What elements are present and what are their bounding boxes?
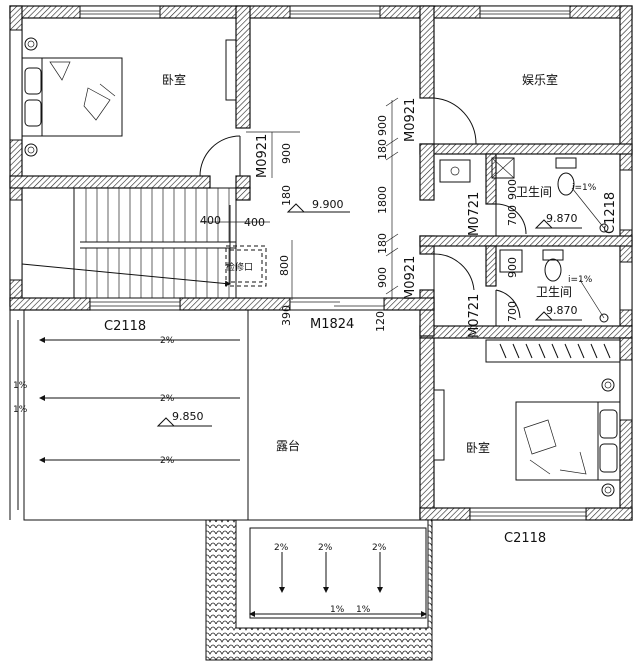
window-label-c2118-left: C2118 [104,319,146,334]
baluster [499,343,507,359]
room-label-bedroom-se: 卧室 [466,440,490,455]
door-label-m1824: M1824 [310,317,354,332]
slope-label-s1: 2% [274,543,289,553]
dim-900-e: 900 [506,179,519,200]
slope-label-bot2: 1% [356,605,371,615]
dimension-lines [156,97,582,427]
dim-180-a: 180 [280,185,293,206]
elevation-bath-lower: 9.870 [546,304,578,317]
room-label-inspection: 检修口 [226,261,253,273]
dim-390: 390 [280,305,293,326]
labels: 卧室 娱乐室 卫生间 卫生间 露台 卧室 检修口 M0921 M0921 M09… [13,72,618,615]
slope-label-t3: 2% [160,456,175,466]
baluster [603,343,611,359]
room-label-bath-upper: 卫生间 [516,185,552,199]
baluster [564,343,572,359]
slope-label-side1: 1% [13,381,28,391]
door-label-m0721-bottom: M0721 [467,294,482,338]
elevation-bath-upper: 9.870 [546,212,578,225]
slope-label-s2: 2% [318,543,333,553]
dim-900-d: 900 [506,257,519,278]
slope-label-bath1: i=1% [572,183,597,193]
slope-label-side2: 1% [13,405,28,415]
dim-800: 800 [278,255,291,276]
room-label-bedroom-nw: 卧室 [162,72,186,87]
room-label-entertainment: 娱乐室 [522,72,558,87]
dim-700-a: 700 [506,205,519,226]
baluster [551,343,559,359]
staircase [21,187,237,299]
door-label-m0921-left: M0921 [255,134,270,178]
door-label-m0921-right-top: M0921 [403,98,418,142]
slope-label-t2: 2% [160,394,175,404]
door-label-m0721-top: M0721 [467,192,482,236]
dim-180-b: 180 [376,139,389,160]
walls [9,5,633,521]
dim-180-c: 180 [376,233,389,254]
bed-se [515,378,621,497]
window-label-c1218: C1218 [603,192,618,234]
room-label-terrace: 露台 [276,438,300,453]
baluster [577,343,585,359]
slope-label-t1: 2% [160,336,175,346]
door-label-m0921-right-bottom: M0921 [403,256,418,300]
terrace [23,309,433,661]
dim-900-a: 900 [280,143,293,164]
dim-1800: 1800 [376,186,389,214]
slope-arrows [17,320,383,593]
dim-120: 120 [374,311,387,332]
doors [199,97,527,326]
dim-700-b: 700 [506,301,519,322]
balustrade [485,339,621,363]
windows [9,5,633,521]
baluster [538,343,546,359]
dim-400-b: 400 [244,216,265,229]
room-label-bath-lower: 卫生间 [536,285,572,299]
baluster [590,343,598,359]
baluster [525,343,533,359]
slope-label-s3: 2% [372,543,387,553]
elevation-hall: 9.900 [312,198,344,211]
dim-400-a: 400 [200,214,221,227]
elevation-terrace: 9.850 [172,410,204,423]
window-label-c2118-bottom: C2118 [504,531,546,546]
baluster [512,343,520,359]
bath-fixtures [439,157,609,323]
dim-900-b: 900 [376,115,389,136]
dim-900-c: 900 [376,267,389,288]
bed-nw [21,37,237,157]
slope-label-bot1: 1% [330,605,345,615]
slope-label-bath2: i=1% [568,275,593,285]
